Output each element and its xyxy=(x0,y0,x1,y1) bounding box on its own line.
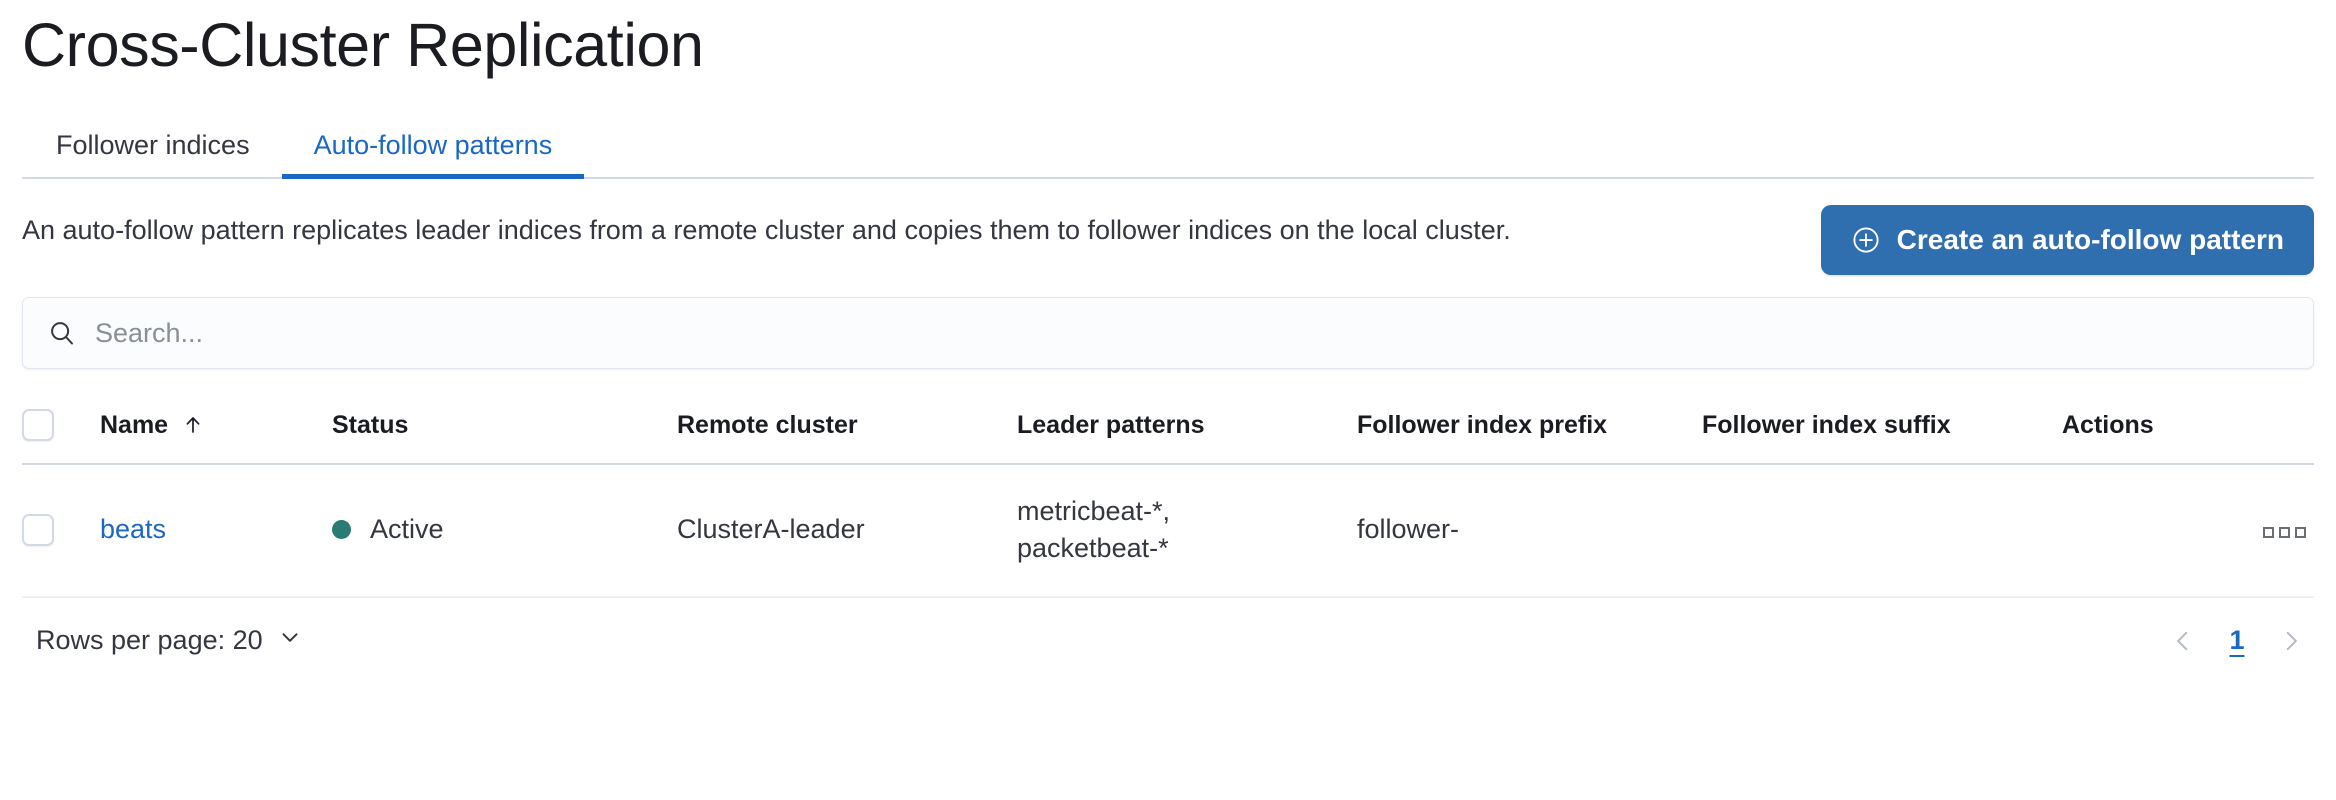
column-header-remote-cluster[interactable]: Remote cluster xyxy=(677,399,1017,466)
table-header: Name Status Remote cluster Leader patter… xyxy=(22,399,2314,466)
tab-auto-follow-patterns[interactable]: Auto-follow patterns xyxy=(281,132,585,180)
row-follower-index-suffix-cell xyxy=(1702,464,2062,598)
auto-follow-patterns-table: Name Status Remote cluster Leader patter… xyxy=(22,399,2314,598)
rows-per-page-selector[interactable]: Rows per page: 20 xyxy=(22,624,303,657)
table-body: beats Active ClusterA-leader metricbeat-… xyxy=(22,464,2314,598)
rows-per-page-label: Rows per page: 20 xyxy=(36,625,263,656)
column-header-follower-index-prefix[interactable]: Follower index prefix xyxy=(1357,399,1702,466)
page-title: Cross-Cluster Replication xyxy=(22,11,704,79)
status-dot-icon xyxy=(332,519,351,539)
select-all-header xyxy=(22,399,100,466)
column-header-name-label: Name xyxy=(100,410,169,439)
pagination: 1 xyxy=(2166,624,2308,658)
leader-patterns-line-2: packetbeat-* xyxy=(1017,532,1169,563)
pattern-name-link[interactable]: beats xyxy=(100,514,167,545)
create-button-label: Create an auto-follow pattern xyxy=(1896,224,2284,256)
chevron-left-icon[interactable] xyxy=(2166,624,2200,658)
select-all-checkbox[interactable] xyxy=(22,409,54,442)
table-row: beats Active ClusterA-leader metricbeat-… xyxy=(22,464,2314,598)
chevron-down-icon xyxy=(277,624,303,657)
intro-row: An auto-follow pattern replicates leader… xyxy=(22,205,2314,276)
column-header-follower-index-suffix[interactable]: Follower index suffix xyxy=(1702,399,2062,466)
table-footer: Rows per page: 20 1 xyxy=(22,624,2314,658)
tab-follower-indices[interactable]: Follower indices xyxy=(56,130,250,161)
column-header-leader-patterns[interactable]: Leader patterns xyxy=(1017,399,1357,466)
search-icon xyxy=(47,318,77,348)
row-checkbox[interactable] xyxy=(22,513,54,546)
tab-bar: Follower indices Auto-follow patterns xyxy=(22,115,2314,180)
column-header-status[interactable]: Status xyxy=(332,399,677,466)
intro-description: An auto-follow pattern replicates leader… xyxy=(22,215,1511,246)
table-header-row: Name Status Remote cluster Leader patter… xyxy=(22,399,2314,466)
plus-in-circle-icon xyxy=(1851,225,1881,255)
row-follower-index-prefix-cell: follower- xyxy=(1357,464,1702,598)
search-input[interactable] xyxy=(95,317,2289,349)
leader-patterns-line-1: metricbeat-*, xyxy=(1017,496,1171,527)
column-header-name[interactable]: Name xyxy=(100,399,332,466)
pagination-page-1[interactable]: 1 xyxy=(2229,625,2245,656)
row-actions-cell xyxy=(2062,464,2314,598)
more-actions-icon[interactable] xyxy=(2263,527,2314,539)
search-bar[interactable] xyxy=(22,297,2314,370)
row-status-cell: Active xyxy=(332,464,677,598)
row-name-cell: beats xyxy=(100,464,332,598)
create-auto-follow-pattern-button[interactable]: Create an auto-follow pattern xyxy=(1820,205,2314,276)
row-remote-cluster-cell: ClusterA-leader xyxy=(677,464,1017,598)
arrow-up-icon xyxy=(181,413,205,437)
column-header-actions: Actions xyxy=(2062,399,2314,466)
chevron-right-icon[interactable] xyxy=(2274,624,2308,658)
row-select-cell xyxy=(22,464,100,598)
status-badge: Active xyxy=(370,513,444,544)
row-leader-patterns-cell: metricbeat-*, packetbeat-* xyxy=(1017,464,1357,598)
